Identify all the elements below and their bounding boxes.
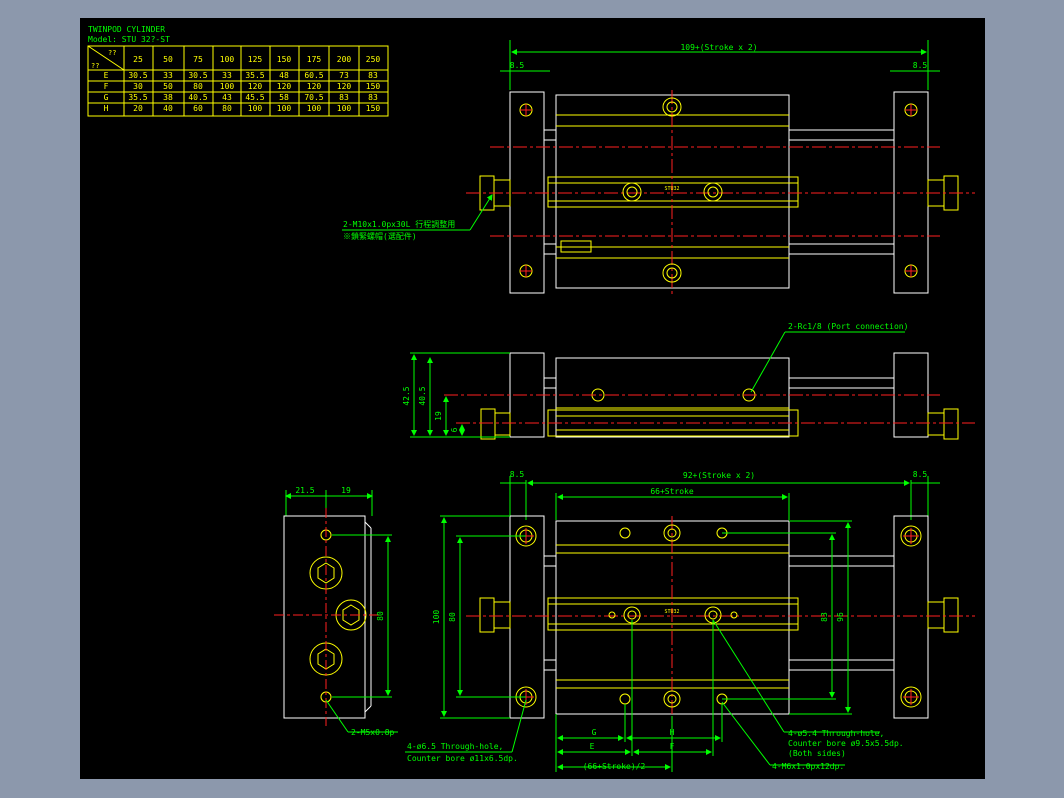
table-title: TWINPOD CYLINDER bbox=[88, 25, 165, 34]
side-dim-40-5: 40.5 bbox=[418, 386, 427, 405]
table-stroke-header: 50 bbox=[163, 55, 173, 64]
top-body-label: STU32 bbox=[664, 186, 679, 192]
table-cell: 43 bbox=[222, 93, 232, 102]
bottom-dim-H: H bbox=[670, 728, 675, 737]
table-cell: 120 bbox=[337, 82, 352, 91]
table-cell: 73 bbox=[339, 71, 349, 80]
table-cell: 83 bbox=[339, 93, 349, 102]
top-note-line1: 2-M10x1.0px30L 行程調整用 bbox=[343, 219, 455, 229]
top-overall-dim: 109+(Stroke x 2) bbox=[680, 43, 757, 52]
table-cell: 30.5 bbox=[188, 71, 207, 80]
table-cell: 70.5 bbox=[304, 93, 323, 102]
table-cell: 100 bbox=[307, 104, 322, 113]
top-note-line2: ※鎖緊螺帽(選配件) bbox=[343, 231, 417, 241]
side-view: 42.5 40.5 19 6 2-Rc1/8 (Port connection) bbox=[402, 322, 975, 440]
table-row-label: H bbox=[104, 104, 109, 113]
table-stroke-header: 100 bbox=[220, 55, 235, 64]
spec-table: TWINPOD CYLINDER Model: STU 32?-ST ?? ??… bbox=[87, 25, 389, 117]
bottom-dim-80: 80 bbox=[448, 612, 457, 622]
table-cell: 30.5 bbox=[128, 71, 147, 80]
table-cell: 50 bbox=[163, 82, 173, 91]
bottom-note-right-2: Counter bore ø9.5x5.5dp. bbox=[788, 739, 904, 748]
table-cell: 35.5 bbox=[128, 93, 147, 102]
table-cell: 150 bbox=[366, 104, 381, 113]
table-cell: 120 bbox=[248, 82, 263, 91]
bottom-note-right-4: 4-M6x1.0px12dp. bbox=[772, 762, 844, 771]
end-view: 21.5 19 80 2-M5x0.8p bbox=[274, 486, 398, 737]
table-cell: 48 bbox=[279, 71, 289, 80]
bottom-note-left-1: 4-ø6.5 Through-hole, bbox=[407, 742, 503, 751]
side-dim-19: 19 bbox=[434, 411, 443, 421]
bottom-note-right-1: 4-ø5.4 Through-hole, bbox=[788, 729, 884, 738]
bottom-overall-dim: 92+(Stroke x 2) bbox=[683, 471, 755, 480]
bottom-dim-F: F bbox=[670, 742, 675, 751]
bottom-right-dim: 8.5 bbox=[913, 470, 928, 479]
table-cell: 100 bbox=[248, 104, 263, 113]
table-cell: 120 bbox=[277, 82, 292, 91]
table-cell: 40 bbox=[163, 104, 173, 113]
bottom-dim-96: 96 bbox=[836, 612, 845, 622]
side-dim-6: 6 bbox=[450, 427, 459, 432]
table-cell: 45.5 bbox=[245, 93, 264, 102]
table-cell: 83 bbox=[368, 71, 378, 80]
table-cell: 20 bbox=[133, 104, 143, 113]
top-right-dim: 8.5 bbox=[913, 61, 928, 70]
bottom-left-dim: 8.5 bbox=[510, 470, 525, 479]
top-left-dim: 8.5 bbox=[510, 61, 525, 70]
table-cell: 58 bbox=[279, 93, 289, 102]
bottom-note-right-3: (Both sides) bbox=[788, 749, 846, 758]
table-cell: 100 bbox=[337, 104, 352, 113]
table-stroke-header: 250 bbox=[366, 55, 381, 64]
table-stroke-header: 125 bbox=[248, 55, 263, 64]
table-cell: 120 bbox=[307, 82, 322, 91]
top-view: 109+(Stroke x 2) 8.5 8.5 bbox=[342, 40, 975, 295]
table-cell: 60 bbox=[193, 104, 203, 113]
table-row-label: F bbox=[104, 82, 109, 91]
bottom-half-dim: (66+Stroke)/2 bbox=[583, 762, 646, 771]
table-model: Model: STU 32?-ST bbox=[88, 35, 170, 44]
bottom-dim-G: G bbox=[592, 728, 597, 737]
table-cell: 150 bbox=[366, 82, 381, 91]
drawing-canvas: TWINPOD CYLINDER Model: STU 32?-ST ?? ??… bbox=[80, 18, 985, 779]
bottom-body-dim: 66+Stroke bbox=[650, 487, 694, 496]
table-cell: 40.5 bbox=[188, 93, 207, 102]
table-cell: 80 bbox=[193, 82, 203, 91]
table-corner-bottom: ?? bbox=[91, 62, 99, 70]
table-cell: 30 bbox=[133, 82, 143, 91]
table-stroke-header: 75 bbox=[193, 55, 203, 64]
table-cell: 60.5 bbox=[304, 71, 323, 80]
bottom-note-left-2: Counter bore ø11x6.5dp. bbox=[407, 754, 518, 763]
side-port-note: 2-Rc1/8 (Port connection) bbox=[788, 322, 908, 331]
end-dim-80: 80 bbox=[376, 611, 385, 621]
table-cell: 35.5 bbox=[245, 71, 264, 80]
bottom-dim-100: 100 bbox=[432, 610, 441, 625]
table-corner-top: ?? bbox=[108, 49, 116, 57]
cad-drawing: TWINPOD CYLINDER Model: STU 32?-ST ?? ??… bbox=[87, 25, 975, 772]
table-cell: 33 bbox=[163, 71, 173, 80]
bottom-view: 8.5 8.5 92+(Stroke x 2) 66+Stroke bbox=[405, 470, 975, 772]
table-cell: 33 bbox=[222, 71, 232, 80]
bottom-dim-83: 83 bbox=[820, 612, 829, 622]
table-stroke-header: 150 bbox=[277, 55, 292, 64]
table-stroke-header: 200 bbox=[337, 55, 352, 64]
table-cell: 83 bbox=[368, 93, 378, 102]
end-dim-19: 19 bbox=[341, 486, 351, 495]
end-dim-21-5: 21.5 bbox=[295, 486, 314, 495]
table-cell: 100 bbox=[220, 82, 235, 91]
table-cell: 38 bbox=[163, 93, 173, 102]
side-dim-42-5: 42.5 bbox=[402, 386, 411, 405]
table-stroke-header: 175 bbox=[307, 55, 322, 64]
bottom-body-label: STU32 bbox=[664, 609, 679, 615]
table-stroke-header: 25 bbox=[133, 55, 143, 64]
table-cell: 80 bbox=[222, 104, 232, 113]
bottom-dim-E: E bbox=[590, 742, 595, 751]
table-row-label: G bbox=[104, 93, 109, 102]
top-nameplate bbox=[560, 240, 592, 253]
table-cell: 100 bbox=[277, 104, 292, 113]
end-note: 2-M5x0.8p bbox=[351, 728, 395, 737]
table-row-label: E bbox=[104, 71, 109, 80]
